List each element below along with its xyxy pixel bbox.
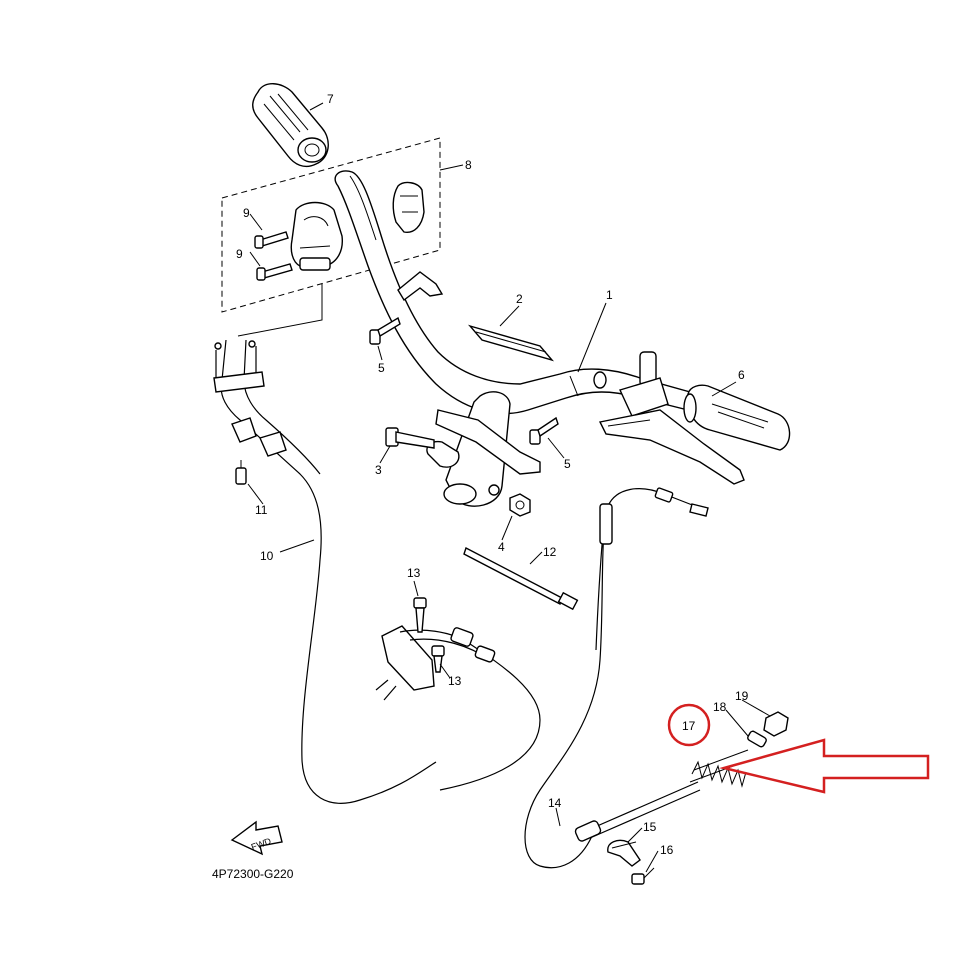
highlight-circle <box>667 703 711 747</box>
callout-15: 15 <box>643 820 657 834</box>
callout-9a: 9 <box>243 206 250 220</box>
callout-1: 1 <box>606 288 613 302</box>
bolt-5a <box>369 316 401 345</box>
screw-16 <box>631 867 655 885</box>
screw-9a <box>254 231 289 249</box>
callout-14: 14 <box>548 796 562 810</box>
screw-13b <box>431 645 445 673</box>
switch-housing <box>290 181 425 271</box>
switch-assembly-box <box>221 137 441 313</box>
nut-19 <box>763 711 789 737</box>
nut-4 <box>509 493 531 517</box>
screw-9b <box>256 263 293 281</box>
brake-lever-assembly <box>598 351 745 485</box>
clip-15 <box>607 839 641 867</box>
handlebar-clamp <box>397 271 444 302</box>
callout-8: 8 <box>465 158 472 172</box>
callout-11: 11 <box>255 503 268 517</box>
callout-13b: 13 <box>448 674 462 688</box>
callout-16: 16 <box>660 843 674 857</box>
left-grip <box>683 384 791 451</box>
handlebar <box>334 170 691 415</box>
brake-cable <box>524 487 709 869</box>
pad <box>467 324 555 362</box>
pin-18 <box>747 730 767 748</box>
callout-5b: 5 <box>564 457 571 471</box>
callout-5a: 5 <box>378 361 385 375</box>
callout-13a: 13 <box>407 566 421 580</box>
leader-lines <box>247 102 771 873</box>
throttle-grip <box>252 83 329 168</box>
highlight-arrow <box>719 738 930 794</box>
callout-19: 19 <box>735 689 749 703</box>
callout-6: 6 <box>738 368 745 382</box>
bolt-5b <box>529 416 559 445</box>
callout-10: 10 <box>260 549 274 563</box>
callout-7: 7 <box>327 92 334 106</box>
callout-12: 12 <box>543 545 557 559</box>
cable-bracket <box>375 625 541 791</box>
screw-11 <box>235 460 247 485</box>
callouts: 1 2 3 4 5 5 6 7 8 9 9 10 11 12 13 13 14 … <box>236 92 749 857</box>
steering-holder <box>426 391 541 507</box>
callout-9b: 9 <box>236 247 243 261</box>
bolt-3 <box>385 427 435 449</box>
screw-13a <box>413 597 427 633</box>
fwd-arrow: FWD <box>230 820 283 856</box>
throttle-cable <box>213 284 437 804</box>
callout-17: 17 <box>682 719 696 733</box>
callout-2: 2 <box>516 292 523 306</box>
diagram-code: 4P72300-G220 <box>212 867 294 881</box>
cable-band <box>463 547 579 611</box>
callout-3: 3 <box>375 463 382 477</box>
spring-17 <box>689 749 749 788</box>
callout-4: 4 <box>498 540 505 554</box>
callout-18: 18 <box>713 700 727 714</box>
